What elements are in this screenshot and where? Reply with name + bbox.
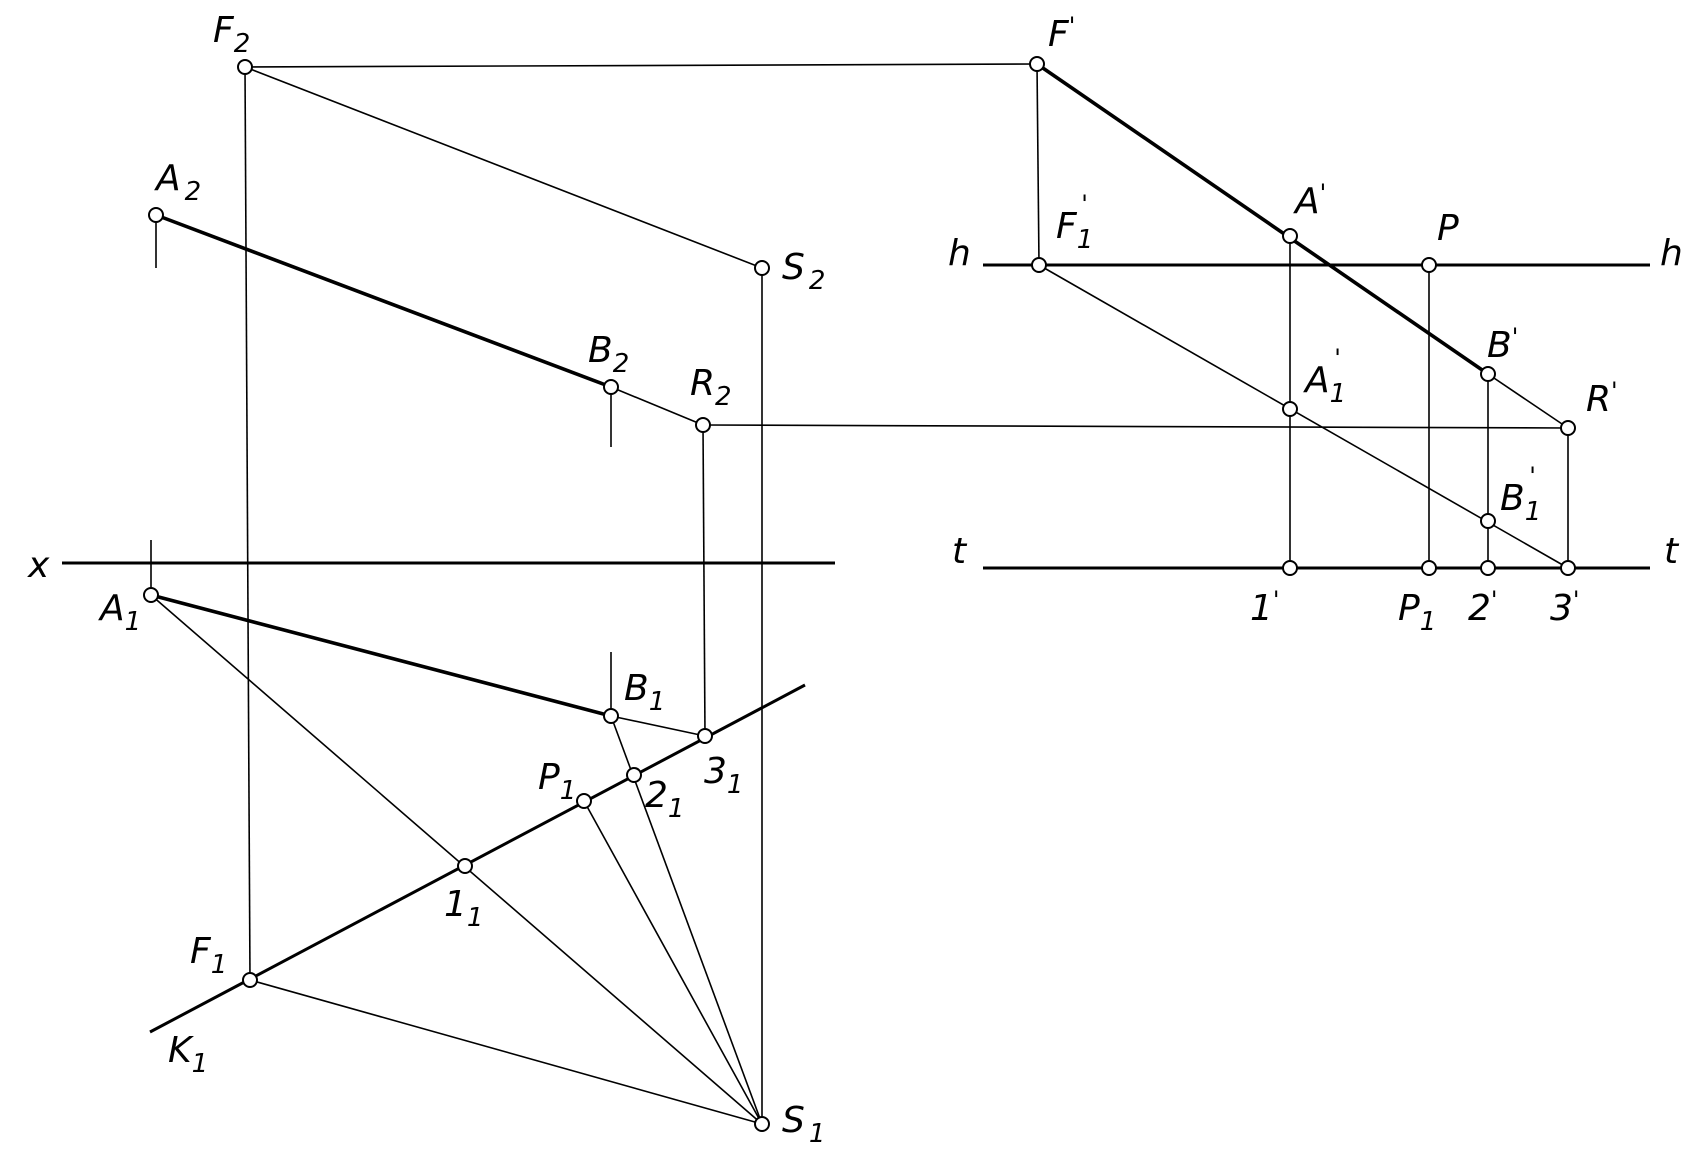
label-p: P xyxy=(1437,208,1459,249)
point-aprime xyxy=(1282,228,1298,244)
point-s2 xyxy=(754,260,770,276)
line-f1-s1 xyxy=(249,979,763,1125)
point-p1-on-t xyxy=(1421,560,1437,576)
label-f1prime: F1' xyxy=(1056,190,1093,255)
line-fprime-f1prime-vertical xyxy=(1036,63,1040,266)
point-b1prime xyxy=(1480,513,1496,529)
label-p1: P1 xyxy=(538,757,576,806)
point-21 xyxy=(626,767,642,783)
label-3prime: 3' xyxy=(1550,586,1580,629)
label-b2: B2 xyxy=(588,330,629,379)
label-k1: K1 xyxy=(168,1030,208,1079)
point-r2 xyxy=(695,417,711,433)
label-r2: R2 xyxy=(690,363,732,412)
label-h-left: h xyxy=(948,233,971,274)
segment-a1-b1 xyxy=(150,593,612,718)
segment-fprime-bprime xyxy=(1035,62,1490,376)
point-b1 xyxy=(603,708,619,724)
line-r2-31-vertical xyxy=(702,424,706,737)
label-p1-on-t: P1 xyxy=(1398,588,1436,637)
label-a1: A1 xyxy=(98,588,141,637)
construction-lines xyxy=(150,63,1569,1125)
point-a2 xyxy=(148,207,164,223)
point-11 xyxy=(457,858,473,874)
label-31: 31 xyxy=(704,751,743,800)
point-fprime xyxy=(1029,56,1045,72)
point-31 xyxy=(697,728,713,744)
line-f1prime-3prime xyxy=(1038,264,1569,569)
point-a1prime xyxy=(1282,401,1298,417)
point-p xyxy=(1421,257,1437,273)
label-fprime: F' xyxy=(1048,12,1075,55)
label-b1prime: B1' xyxy=(1500,462,1541,527)
point-f2 xyxy=(237,59,253,75)
label-t-left: t xyxy=(952,531,968,572)
label-bprime: B' xyxy=(1487,323,1518,366)
label-x: x xyxy=(27,545,50,586)
label-b1: B1 xyxy=(624,668,665,717)
label-21: 21 xyxy=(645,775,684,824)
label-f2: F2 xyxy=(213,10,250,59)
line-b2-r2 xyxy=(610,386,704,426)
point-3prime xyxy=(1560,560,1576,576)
point-rprime xyxy=(1560,420,1576,436)
line-f2-s2 xyxy=(244,66,763,269)
point-1prime xyxy=(1282,560,1298,576)
point-bprime xyxy=(1480,366,1496,382)
label-h-right: h xyxy=(1660,233,1683,274)
point-a1 xyxy=(143,587,159,603)
segment-a2-b2 xyxy=(155,213,612,389)
line-p1-s1 xyxy=(583,800,763,1125)
label-t-right: t xyxy=(1664,531,1680,572)
label-f1: F1 xyxy=(190,931,227,980)
line-b1-31 xyxy=(610,715,706,737)
line-a1-s1 xyxy=(150,594,763,1125)
line-b1-s1 xyxy=(610,715,763,1125)
line-r2-rprime xyxy=(702,424,1569,429)
label-rprime: R' xyxy=(1586,377,1618,420)
heavy-lines xyxy=(62,62,1650,1034)
point-p1 xyxy=(576,793,592,809)
point-b2 xyxy=(603,379,619,395)
label-1prime: 1' xyxy=(1250,586,1280,629)
label-aprime: A' xyxy=(1293,179,1326,222)
point-2prime xyxy=(1480,560,1496,576)
point-f1 xyxy=(242,972,258,988)
line-f2-f1-vertical xyxy=(244,66,251,981)
label-a1prime: A1' xyxy=(1303,344,1346,409)
line-k1 xyxy=(149,683,806,1034)
points xyxy=(143,56,1576,1132)
point-f1prime xyxy=(1031,257,1047,273)
label-11: 11 xyxy=(444,884,483,933)
point-s1 xyxy=(754,1116,770,1132)
line-f2-fprime xyxy=(244,63,1038,68)
line-bprime-rprime xyxy=(1487,373,1569,429)
label-2prime: 2' xyxy=(1468,586,1498,629)
